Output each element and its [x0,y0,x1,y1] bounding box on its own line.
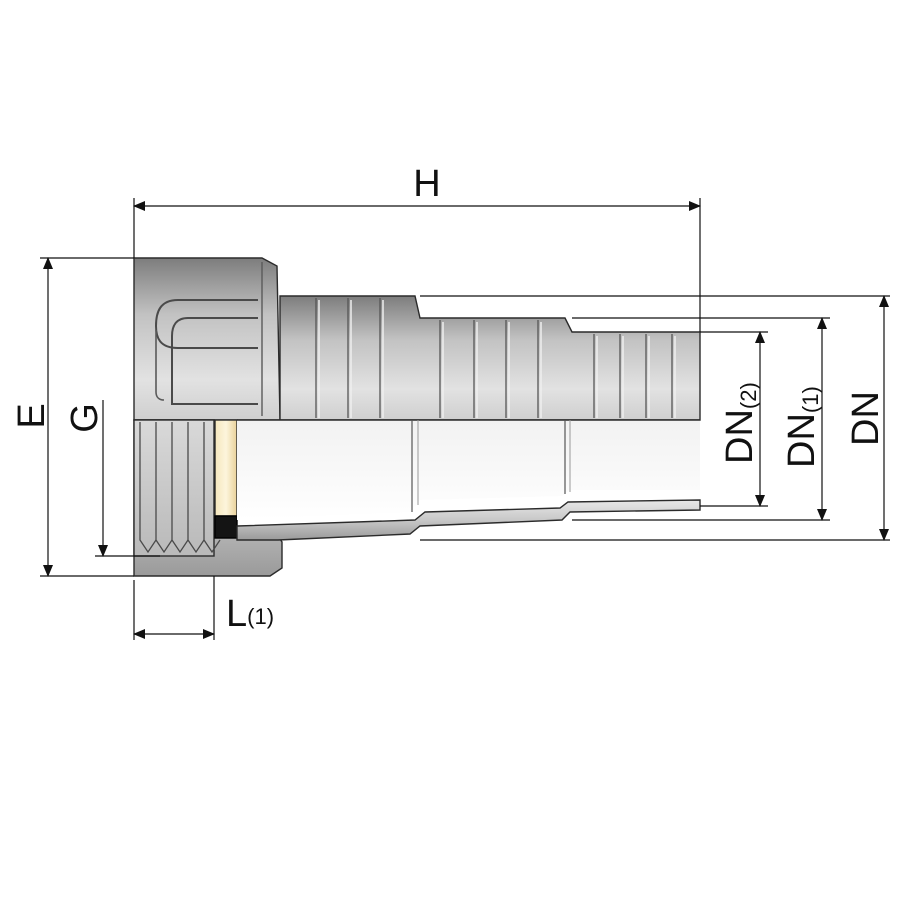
thread-teeth [139,422,221,554]
label-G: G [64,403,106,433]
nut-slot-lower [171,317,258,405]
label-DN2-sub: (2) [736,382,761,409]
thread-tooth [171,422,189,554]
label-DN: DN [845,391,887,446]
thread-tooth [139,422,157,554]
label-E: E [11,403,53,428]
dimension-lines [40,198,890,640]
label-L-sub: (1) [247,604,274,629]
hose-barb-ribs [315,298,676,418]
label-DN2: DN(2) [719,382,761,464]
thread-tooth [187,422,205,554]
label-L: L [226,593,247,635]
hose-tail-section [236,499,701,541]
label-H: H [413,163,440,205]
label-L1: L(1) [226,593,274,635]
union-nut-upper [133,257,281,421]
internal-thread [133,419,215,557]
nut-slot-upper [154,299,258,349]
seal-ring [214,419,238,517]
label-DN1-sub: (1) [798,386,823,413]
fitting-body [133,257,701,577]
label-DN1: DN(1) [781,386,823,468]
label-DN2-main: DN [719,409,761,464]
hose-tail-bore [237,420,700,520]
label-DN1-main: DN [781,413,823,468]
thread-tooth [155,422,173,554]
nut-slot-edge [155,330,165,401]
hose-tail-exterior [279,295,701,421]
thread-tooth [203,422,221,554]
seal-ring-black [214,515,238,539]
